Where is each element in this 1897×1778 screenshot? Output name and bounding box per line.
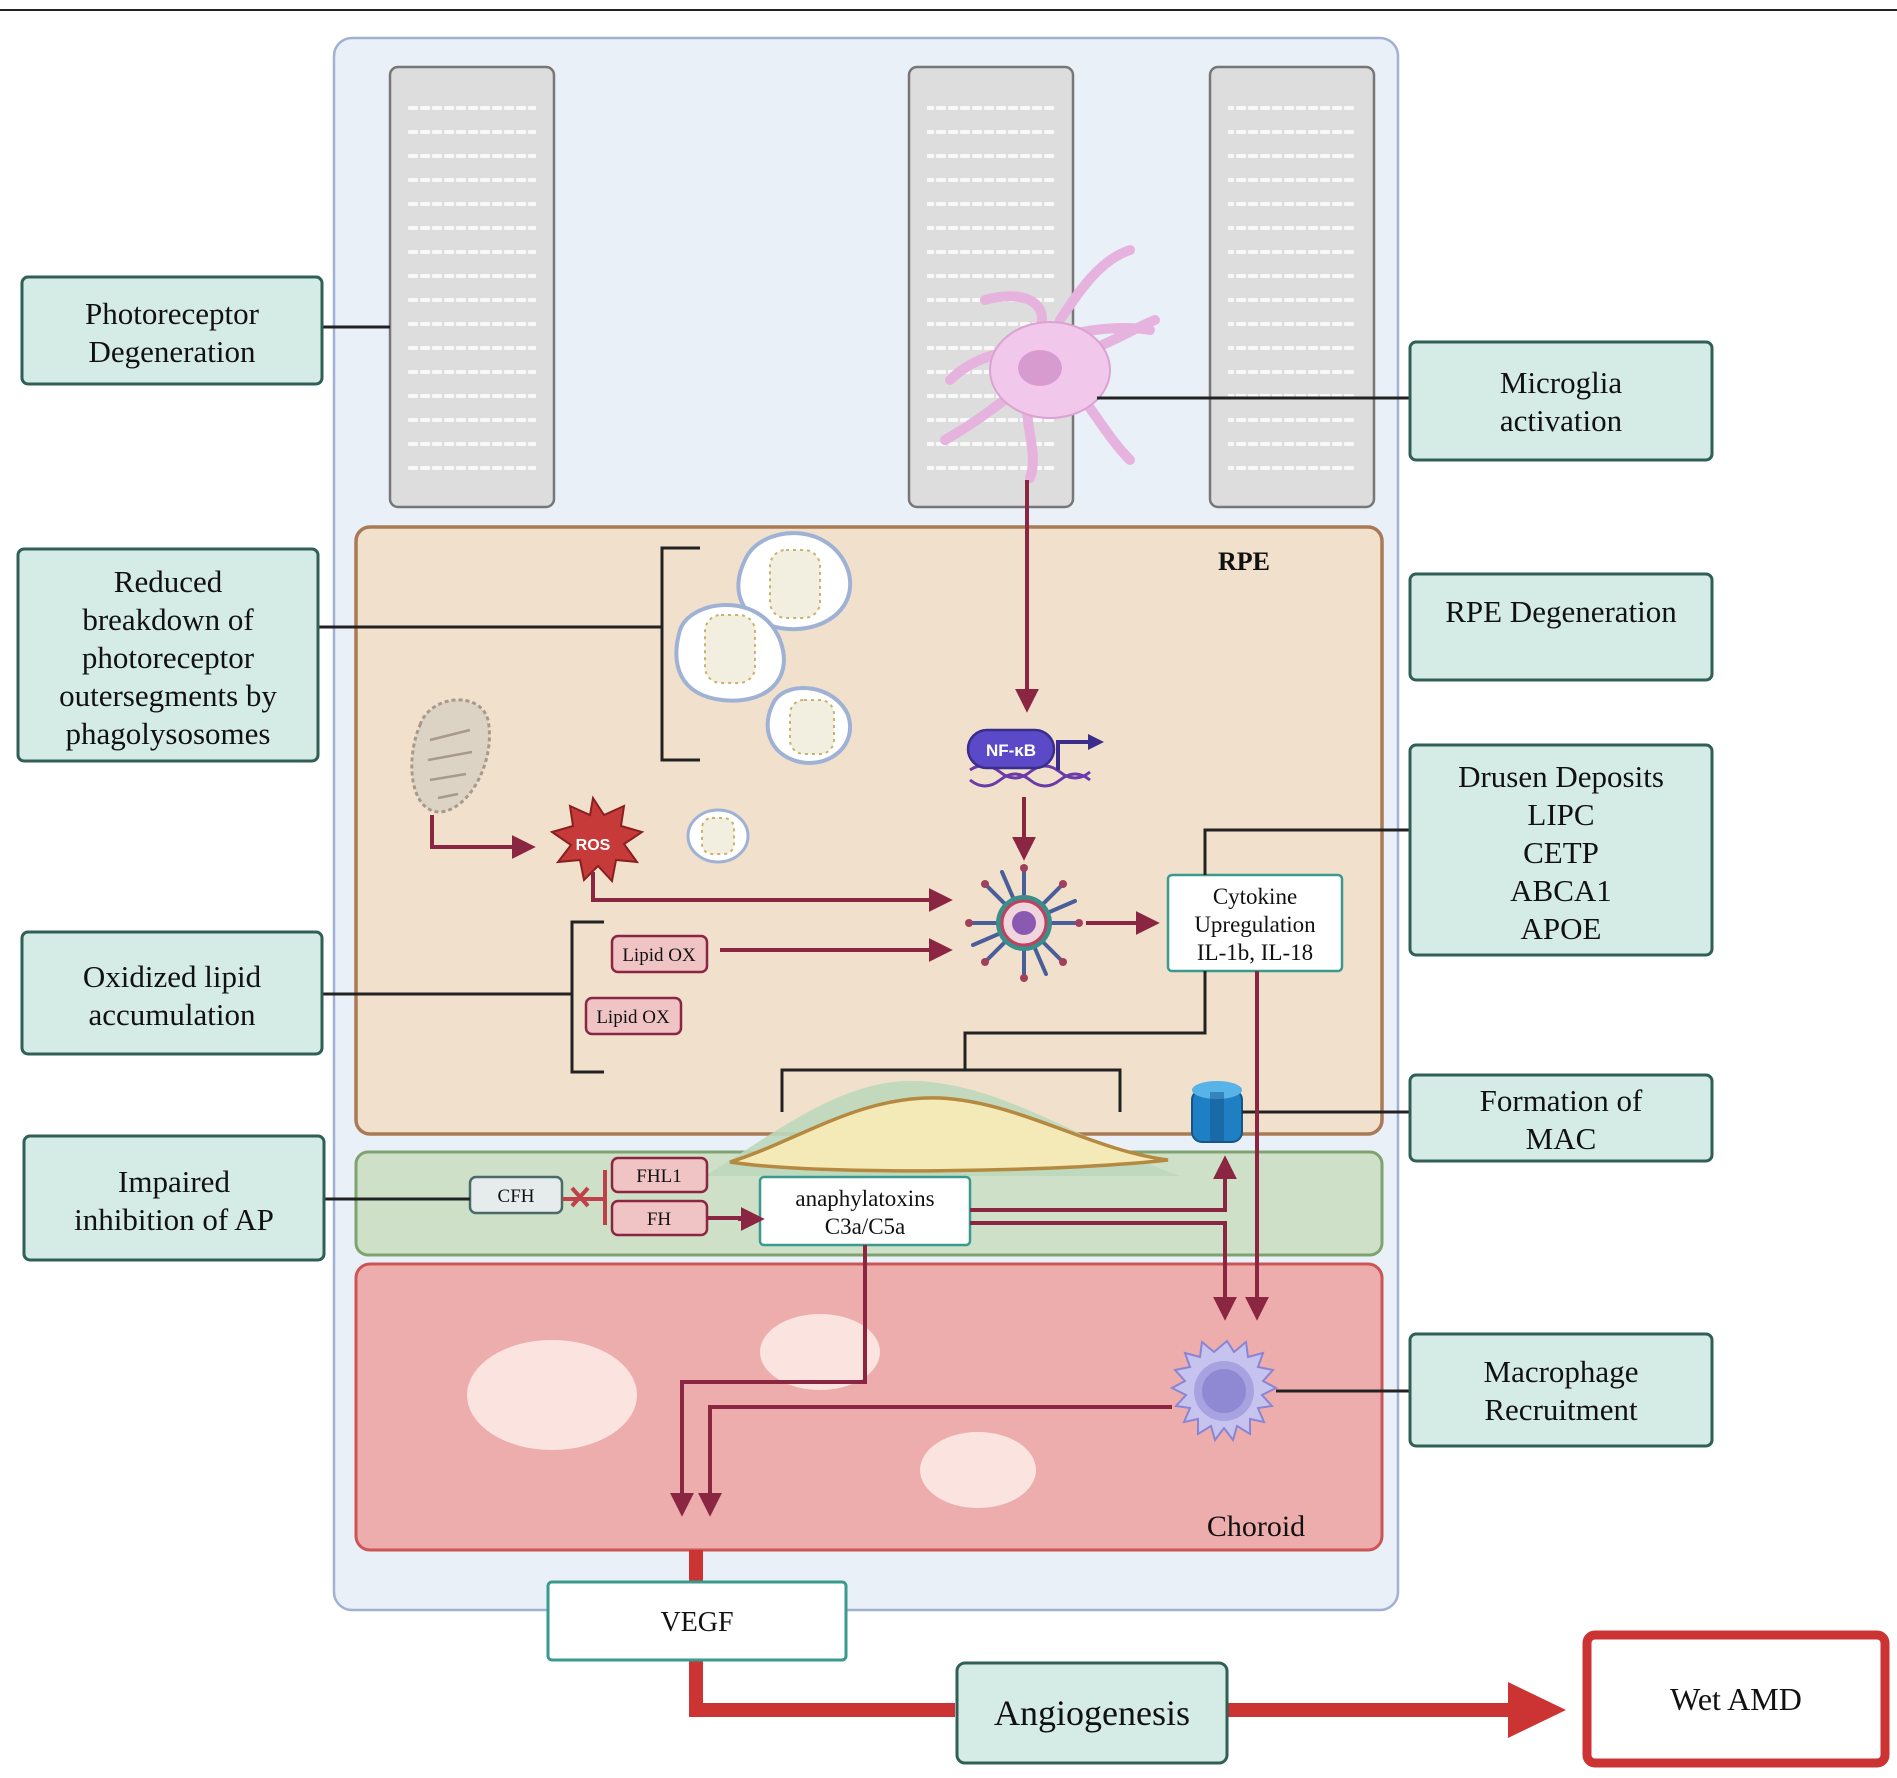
- wet-amd-label: Wet AMD: [1670, 1681, 1802, 1717]
- wet-amd-box: [1582, 1630, 1890, 1768]
- callout-microglia-line-1: Microglia: [1500, 365, 1622, 400]
- callout-photoreceptor-degeneration: [20, 275, 324, 386]
- callout-phagolysosome-line-3: photoreceptor: [82, 640, 255, 675]
- callout-macrophage-recruitment: [1408, 1332, 1714, 1448]
- choroid-label: Choroid: [1207, 1510, 1305, 1543]
- callout-oxidized-line-1: Oxidized lipid: [83, 959, 262, 994]
- callout-formation-of-mac: [1408, 1073, 1714, 1163]
- callout-drusen-deposits: [1408, 743, 1714, 957]
- callout-phagolysosome-line-1: Reduced: [114, 564, 223, 599]
- mac-pore-icon: [1191, 1081, 1243, 1143]
- callout-phagolysosome: [16, 547, 320, 763]
- angiogenesis-label: Angiogenesis: [994, 1693, 1190, 1733]
- callout-drusen-line-4: ABCA1: [1510, 873, 1612, 908]
- fhl1-box: [610, 1156, 709, 1194]
- callout-rpe-degeneration: [1408, 572, 1714, 682]
- callout-macrophage-line-2: Recruitment: [1484, 1392, 1638, 1427]
- callout-phagolysosome-line-5: phagolysosomes: [66, 716, 271, 751]
- anaphylatoxins-line-1: anaphylatoxins: [795, 1186, 934, 1211]
- callout-impaired-line-1: Impaired: [118, 1164, 230, 1199]
- cytokine-line-3: IL-1b, IL-18: [1197, 940, 1313, 965]
- callout-connectors: [318, 325, 1410, 1393]
- inflammasome-icon: [965, 864, 1083, 982]
- angiogenesis-box: [955, 1661, 1229, 1765]
- cfh-label: CFH: [498, 1186, 535, 1207]
- callout-drusen-line-3: CETP: [1523, 835, 1599, 870]
- fh-box: [610, 1199, 709, 1237]
- callout-macrophage-line-1: Macrophage: [1484, 1354, 1639, 1389]
- wet-amd-arrowhead: [1508, 1682, 1566, 1738]
- cytokine-line-2: Upregulation: [1194, 912, 1316, 937]
- choroid-vessel-2: [760, 1314, 880, 1390]
- cytokine-line-1: Cytokine: [1213, 884, 1297, 909]
- callout-impaired-inhibition: [22, 1134, 326, 1262]
- callout-phagolysosome-line-2: breakdown of: [82, 602, 254, 637]
- callout-drusen-line-1: Drusen Deposits: [1458, 759, 1664, 794]
- inhibition-mark: [562, 1170, 607, 1225]
- callout-photoreceptor-line-2: Degeneration: [89, 334, 256, 369]
- fh-label: FH: [647, 1209, 672, 1230]
- nfkb-transcription-icon: [966, 728, 1104, 788]
- callout-impaired-line-2: inhibition of AP: [74, 1202, 274, 1237]
- callout-photoreceptor-line-1: Photoreceptor: [85, 296, 260, 331]
- vegf-label: VEGF: [660, 1607, 733, 1638]
- lipid-ox-label-1: Lipid OX: [622, 945, 696, 966]
- callout-oxidized-line-2: accumulation: [89, 997, 256, 1032]
- microglia-cell-icon: [940, 245, 1160, 483]
- macrophage-cell-icon: [1169, 1339, 1279, 1443]
- ros-label: ROS: [576, 837, 611, 854]
- pathway-arrows: [430, 480, 1269, 1517]
- callout-microglia-activation: [1408, 340, 1714, 462]
- callout-phagolysosome-line-4: outersegments by: [59, 678, 277, 713]
- callout-mac-line-1: Formation of: [1480, 1083, 1643, 1118]
- vegf-box: [546, 1580, 848, 1662]
- callout-microglia-line-2: activation: [1500, 403, 1623, 438]
- lipid-ox-label-2: Lipid OX: [596, 1007, 670, 1028]
- nfkb-label: NF-κB: [986, 741, 1036, 760]
- cfh-box: [468, 1175, 564, 1215]
- callout-rpe-degeneration-line-1: RPE Degeneration: [1445, 594, 1677, 629]
- phagolysosome-vesicles: [674, 531, 852, 864]
- callout-mac-line-2: MAC: [1526, 1121, 1597, 1156]
- ros-burst-icon: [549, 795, 645, 884]
- fhl1-label: FHL1: [636, 1166, 681, 1187]
- lipid-ox-tag-2: [584, 996, 683, 1036]
- lipid-ox-tag-1: [610, 934, 709, 974]
- callout-oxidized-lipid: [20, 930, 324, 1056]
- choroid-vessel-1: [467, 1340, 637, 1450]
- callout-drusen-line-2: LIPC: [1527, 797, 1594, 832]
- choroid-vessel-3: [920, 1432, 1036, 1508]
- output-arrows: [689, 1550, 1510, 1717]
- mitochondrion: [410, 698, 491, 814]
- rpe-label: RPE: [1218, 547, 1270, 576]
- anaphylatoxins-line-2: C3a/C5a: [825, 1214, 906, 1239]
- drusen-deposit: [729, 1096, 1169, 1173]
- callout-drusen-line-5: APOE: [1521, 911, 1602, 946]
